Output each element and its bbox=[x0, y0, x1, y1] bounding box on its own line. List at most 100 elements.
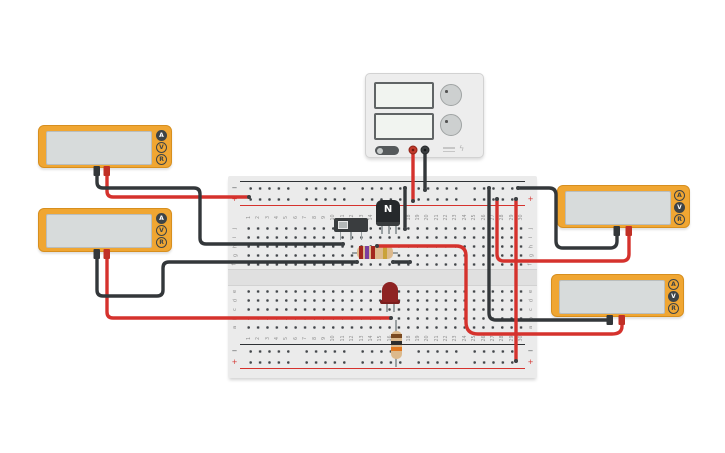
rail-hole-group[interactable] bbox=[469, 184, 517, 204]
column-number: 23 bbox=[452, 334, 459, 342]
bottom-negative-rail-line bbox=[240, 343, 525, 346]
column-number: 12 bbox=[349, 334, 355, 342]
rail-plus-label: + bbox=[527, 194, 534, 203]
column-number: 29 bbox=[508, 334, 515, 342]
column-number: 29 bbox=[508, 213, 515, 221]
row-letter: e bbox=[527, 289, 534, 294]
column-number: 8 bbox=[311, 215, 318, 219]
resistance-button[interactable]: R bbox=[156, 154, 167, 165]
multimeter-display bbox=[46, 214, 152, 248]
voltmeter-button[interactable]: V bbox=[674, 202, 685, 213]
resistance-button[interactable]: R bbox=[674, 214, 685, 225]
column-number: 23 bbox=[452, 213, 459, 221]
led-dome bbox=[382, 282, 398, 302]
column-number: 3 bbox=[264, 336, 271, 340]
resistor-band bbox=[371, 246, 375, 259]
column-number: 1 bbox=[245, 215, 252, 219]
row-letter: f bbox=[527, 263, 534, 266]
column-number: 6 bbox=[292, 215, 299, 219]
transistor-label: N bbox=[383, 204, 393, 215]
ammeter-button[interactable]: A bbox=[674, 190, 685, 201]
resistor-band bbox=[359, 246, 363, 259]
column-number: 11 bbox=[339, 334, 346, 342]
switch-leg bbox=[350, 232, 352, 240]
transistor-leg bbox=[395, 226, 397, 234]
rail-hole-group[interactable] bbox=[246, 184, 293, 204]
power-supply[interactable]: ϟ bbox=[365, 73, 484, 158]
column-number: 28 bbox=[499, 334, 506, 342]
transistor-leg bbox=[388, 226, 390, 234]
column-number: 4 bbox=[274, 215, 280, 219]
slide-switch[interactable] bbox=[334, 218, 368, 240]
column-number: 10 bbox=[330, 334, 337, 342]
column-numbers-bottom: 1234567891011121314151617181920212223242… bbox=[244, 332, 526, 344]
row-letter: c bbox=[231, 308, 238, 311]
voltmeter-button[interactable]: V bbox=[668, 291, 679, 302]
voltage-knob[interactable] bbox=[440, 84, 462, 106]
knob-indicator bbox=[445, 120, 448, 123]
current-knob[interactable] bbox=[440, 114, 462, 136]
column-number: 5 bbox=[283, 336, 290, 340]
resistance-button[interactable]: R bbox=[668, 303, 679, 314]
resistor-band bbox=[390, 340, 402, 345]
column-number: 6 bbox=[292, 336, 299, 340]
row-letter: d bbox=[527, 298, 534, 303]
column-number: 19 bbox=[414, 334, 421, 342]
ammeter-button[interactable]: A bbox=[156, 213, 167, 224]
row-letter: h bbox=[527, 244, 534, 249]
rail-hole-group[interactable] bbox=[469, 347, 517, 367]
voltmeter-button[interactable]: V bbox=[156, 225, 167, 236]
row-letter: h bbox=[231, 244, 238, 249]
resistor-vertical[interactable] bbox=[389, 320, 403, 367]
rail-hole-group[interactable] bbox=[246, 347, 293, 367]
voltmeter-button[interactable]: V bbox=[156, 142, 167, 153]
column-number: 5 bbox=[283, 215, 290, 219]
row-letter: g bbox=[231, 253, 238, 258]
ammeter-button[interactable]: A bbox=[156, 130, 167, 141]
rail-hole-group[interactable] bbox=[357, 184, 405, 204]
ammeter-button[interactable]: A bbox=[668, 279, 679, 290]
column-number: 4 bbox=[274, 336, 280, 340]
row-letter: i bbox=[527, 236, 534, 239]
red-led[interactable] bbox=[380, 281, 400, 312]
row-letter: b bbox=[231, 316, 238, 321]
row-letter: b bbox=[527, 316, 534, 321]
resistance-button[interactable]: R bbox=[156, 237, 167, 248]
resistor-band bbox=[390, 347, 402, 351]
column-number: 27 bbox=[490, 334, 496, 342]
led-leg bbox=[393, 304, 395, 312]
column-number: 18 bbox=[405, 334, 412, 342]
column-number: 20 bbox=[424, 334, 430, 342]
column-number: 9 bbox=[321, 215, 327, 219]
rail-plus-label: + bbox=[231, 194, 238, 203]
column-number: 20 bbox=[424, 213, 430, 221]
rail-hole-group[interactable] bbox=[413, 347, 461, 367]
resistor-band bbox=[383, 246, 387, 259]
switch-leg bbox=[339, 232, 342, 240]
column-number: 7 bbox=[302, 336, 308, 340]
top-negative-rail-line bbox=[240, 180, 525, 183]
column-number: 30 bbox=[518, 213, 524, 221]
switch-leg bbox=[360, 232, 363, 240]
power-toggle[interactable] bbox=[375, 146, 399, 155]
bottom-rail-holes[interactable] bbox=[246, 347, 522, 367]
knob-indicator bbox=[445, 90, 448, 93]
rail-hole-group[interactable] bbox=[413, 184, 461, 204]
column-number: 24 bbox=[461, 334, 468, 342]
resistor-band bbox=[390, 334, 402, 338]
rail-hole-group[interactable] bbox=[301, 184, 349, 204]
rail-plus-label: + bbox=[527, 357, 534, 366]
resistor-horizontal[interactable] bbox=[352, 245, 398, 261]
column-number: 1 bbox=[245, 336, 252, 340]
npn-transistor[interactable]: N bbox=[376, 200, 400, 234]
switch-slider[interactable] bbox=[338, 221, 348, 229]
rail-hole-group[interactable] bbox=[301, 347, 349, 367]
row-letter: d bbox=[231, 298, 238, 303]
